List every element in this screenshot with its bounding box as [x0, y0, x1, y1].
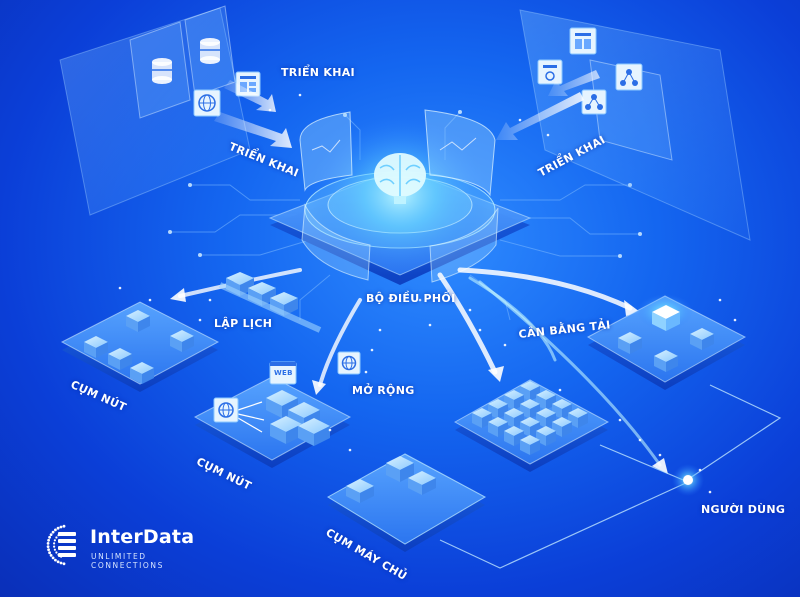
deploy-arrow-left: [214, 80, 292, 148]
sparkle-dot: [638, 438, 642, 442]
scheduling-cubes: [218, 272, 322, 333]
server-cluster-platform: [327, 453, 487, 552]
web-window-icon: [269, 361, 297, 385]
sparkle-dot: [208, 298, 212, 302]
logo-dot: [53, 548, 56, 551]
web-badge: WEB: [274, 369, 293, 377]
logo-dot: [62, 562, 66, 566]
logo-dot: [49, 554, 53, 557]
deploy-panel-left: [59, 5, 251, 216]
sparkle-dot: [328, 428, 332, 432]
logo-dot: [55, 551, 58, 554]
brand-name: InterData: [90, 526, 195, 548]
sparkle-dot: [518, 118, 522, 122]
sparkle-dot: [698, 468, 702, 472]
sparkle-dot: [733, 318, 737, 322]
logo-dot: [53, 539, 56, 542]
cube-face: [562, 422, 572, 437]
sparkle-dot: [348, 448, 352, 452]
sparkle-dot: [364, 370, 368, 374]
cube-face: [472, 413, 482, 428]
brain-icon: [374, 153, 426, 204]
logo-dot: [46, 545, 50, 548]
label-orchestrator: BỘ ĐIỀU PHỐI: [366, 292, 456, 305]
sparkle-dot: [718, 298, 722, 302]
sparkle-dot: [268, 108, 272, 112]
logo-dot: [59, 561, 63, 565]
cube-face: [504, 431, 514, 446]
database-icon: [152, 38, 220, 84]
label-scaling: MỞ RỘNG: [352, 384, 415, 397]
sparkle-dot: [558, 388, 562, 392]
logo-dot: [53, 542, 56, 545]
interdata-logo: InterData UNLIMITED CONNECTIONS: [46, 518, 206, 578]
logo-dot: [47, 538, 50, 542]
deploy-arrow-right: [496, 70, 600, 140]
sparkle-dot: [370, 348, 374, 352]
sparkle-dot: [618, 418, 622, 422]
logo-dot: [54, 528, 57, 532]
sparkle-dot: [148, 298, 152, 302]
sparkle-dot: [378, 328, 382, 332]
logo-dot: [48, 551, 51, 555]
network-icon: [537, 27, 643, 115]
interdata-mark-icon: [46, 524, 76, 566]
deploy-panel-right: [519, 9, 751, 241]
label-scheduling: LẬP LỊCH: [214, 317, 273, 330]
logo-dot: [51, 556, 55, 560]
sparkle-dot: [198, 318, 202, 322]
circuit-nodes: [168, 110, 642, 258]
circuit-traces: [170, 111, 640, 321]
logo-dot: [49, 533, 53, 536]
sparkle-dot: [708, 490, 712, 494]
sparkle-dot: [546, 133, 550, 137]
logo-dot: [47, 548, 50, 552]
sparkle-dot: [298, 93, 302, 97]
logo-dot: [54, 558, 57, 562]
label-deploy-left-top: TRIỂN KHAI: [281, 66, 355, 79]
sparkle-dot: [428, 323, 432, 327]
cube-face: [546, 431, 556, 446]
logo-dot: [46, 542, 50, 545]
sparkle-dot: [658, 453, 662, 457]
cube-face: [530, 440, 540, 455]
logo-dot: [56, 560, 60, 564]
node-cluster-1-platform: [60, 301, 220, 392]
logo-dot: [51, 530, 55, 534]
globe-icon: [337, 351, 361, 375]
logo-dot: [59, 525, 63, 529]
sparkle-dot: [468, 308, 472, 312]
sparkle-dot: [503, 343, 507, 347]
globe-icon: [213, 397, 239, 423]
cube-face: [520, 440, 530, 455]
user-node: [672, 464, 704, 496]
sparkle-dot: [118, 286, 122, 290]
globe-icon: [193, 89, 221, 117]
logo-dot: [56, 526, 60, 530]
label-user: NGƯỜI DÙNG: [701, 503, 786, 516]
logo-dot: [62, 524, 66, 528]
brand-tagline: UNLIMITED CONNECTIONS: [91, 552, 165, 570]
sparkle-dot: [478, 328, 482, 332]
right-cluster-platform: [586, 294, 747, 390]
sparkles: [118, 93, 737, 494]
logo-dot: [48, 535, 51, 539]
center-cluster-cubes: [472, 381, 588, 455]
sparkle-dot: [418, 298, 422, 302]
logo-dot: [55, 536, 58, 539]
orchestrator-platform: [268, 109, 532, 285]
logo-dot: [53, 545, 56, 548]
cube-face: [578, 413, 588, 428]
cube-face: [488, 422, 498, 437]
